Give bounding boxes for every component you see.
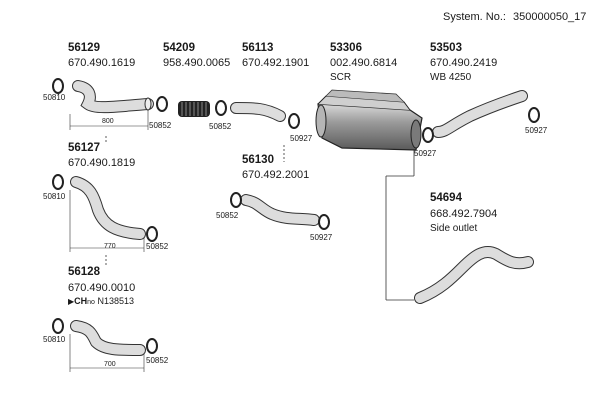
clamp-label: 50810 <box>43 335 66 344</box>
part-number-54209: 958.490.0065 <box>163 57 231 69</box>
clamp-icon <box>52 174 158 242</box>
clamp-label: 50927 <box>290 134 313 143</box>
clamp-icon <box>215 100 227 116</box>
part-number-54694: 668.492.7904 <box>430 208 498 220</box>
pipe-56130 <box>240 194 320 226</box>
triangle-icon: ▶ <box>68 297 75 306</box>
clamp-label: 50810 <box>43 93 66 102</box>
dimension-label: 800 <box>102 118 114 125</box>
clamp-icon <box>288 113 300 129</box>
part-number-56127: 670.490.1819 <box>68 157 136 169</box>
variant-sub: no <box>87 299 95 306</box>
clamp-label: 50852 <box>149 121 172 130</box>
part-number-56130: 670.492.2001 <box>242 169 310 181</box>
system-number: 350000050_17 <box>513 11 587 23</box>
part-code-56128: 56128 <box>68 266 100 278</box>
clamp-label: 50927 <box>414 149 437 158</box>
part-note-53503: WB 4250 <box>430 72 472 83</box>
system-label: System. No.: <box>443 11 506 23</box>
clamp-icon <box>230 192 330 230</box>
pipe-54694 <box>414 245 534 304</box>
clamp-icon <box>52 78 168 112</box>
pipe-56129 <box>69 80 154 130</box>
clamp-label: 50852 <box>209 122 232 131</box>
part-number-53306: 002.490.6814 <box>330 57 398 69</box>
variant-prefix: CH <box>74 296 88 306</box>
flex-hose-54209 <box>178 101 210 117</box>
variant-row: ▶CHno N138513 <box>68 296 135 307</box>
part-code-54209: 54209 <box>163 42 195 54</box>
part-code-56113: 56113 <box>242 42 274 54</box>
part-code-56127: 56127 <box>68 142 100 154</box>
dimension-label: 700 <box>104 361 116 368</box>
clamp-label: 50852 <box>146 356 169 365</box>
part-note-54694: Side outlet <box>430 223 478 234</box>
part-number-56128: 670.490.0010 <box>68 282 136 294</box>
muffler-53306 <box>315 89 423 151</box>
part-code-56130: 56130 <box>242 154 274 166</box>
part-code-54694: 54694 <box>430 192 462 204</box>
clamp-label: 50852 <box>216 211 239 220</box>
clamp-label: 50810 <box>43 192 66 201</box>
dimension-label: 770 <box>104 243 116 250</box>
pipe-56128 <box>69 320 146 372</box>
part-code-56129: 56129 <box>68 42 100 54</box>
pipe-53503 <box>432 90 528 138</box>
part-number-53503: 670.490.2419 <box>430 57 498 69</box>
clamp-icon <box>422 107 540 143</box>
clamp-label: 50927 <box>525 126 548 135</box>
part-code-53306: 53306 <box>330 42 362 54</box>
pipe-56113 <box>230 102 286 122</box>
clamp-label: 50927 <box>310 233 333 242</box>
clamp-label: 50852 <box>146 242 169 251</box>
part-note-53306: SCR <box>330 72 352 83</box>
pipe-56127 <box>69 176 146 252</box>
part-number-56129: 670.490.1619 <box>68 57 136 69</box>
variant-number: N138513 <box>97 296 135 306</box>
part-code-53503: 53503 <box>430 42 462 54</box>
clamp-icon <box>52 318 158 354</box>
part-number-56113: 670.492.1901 <box>242 57 310 69</box>
